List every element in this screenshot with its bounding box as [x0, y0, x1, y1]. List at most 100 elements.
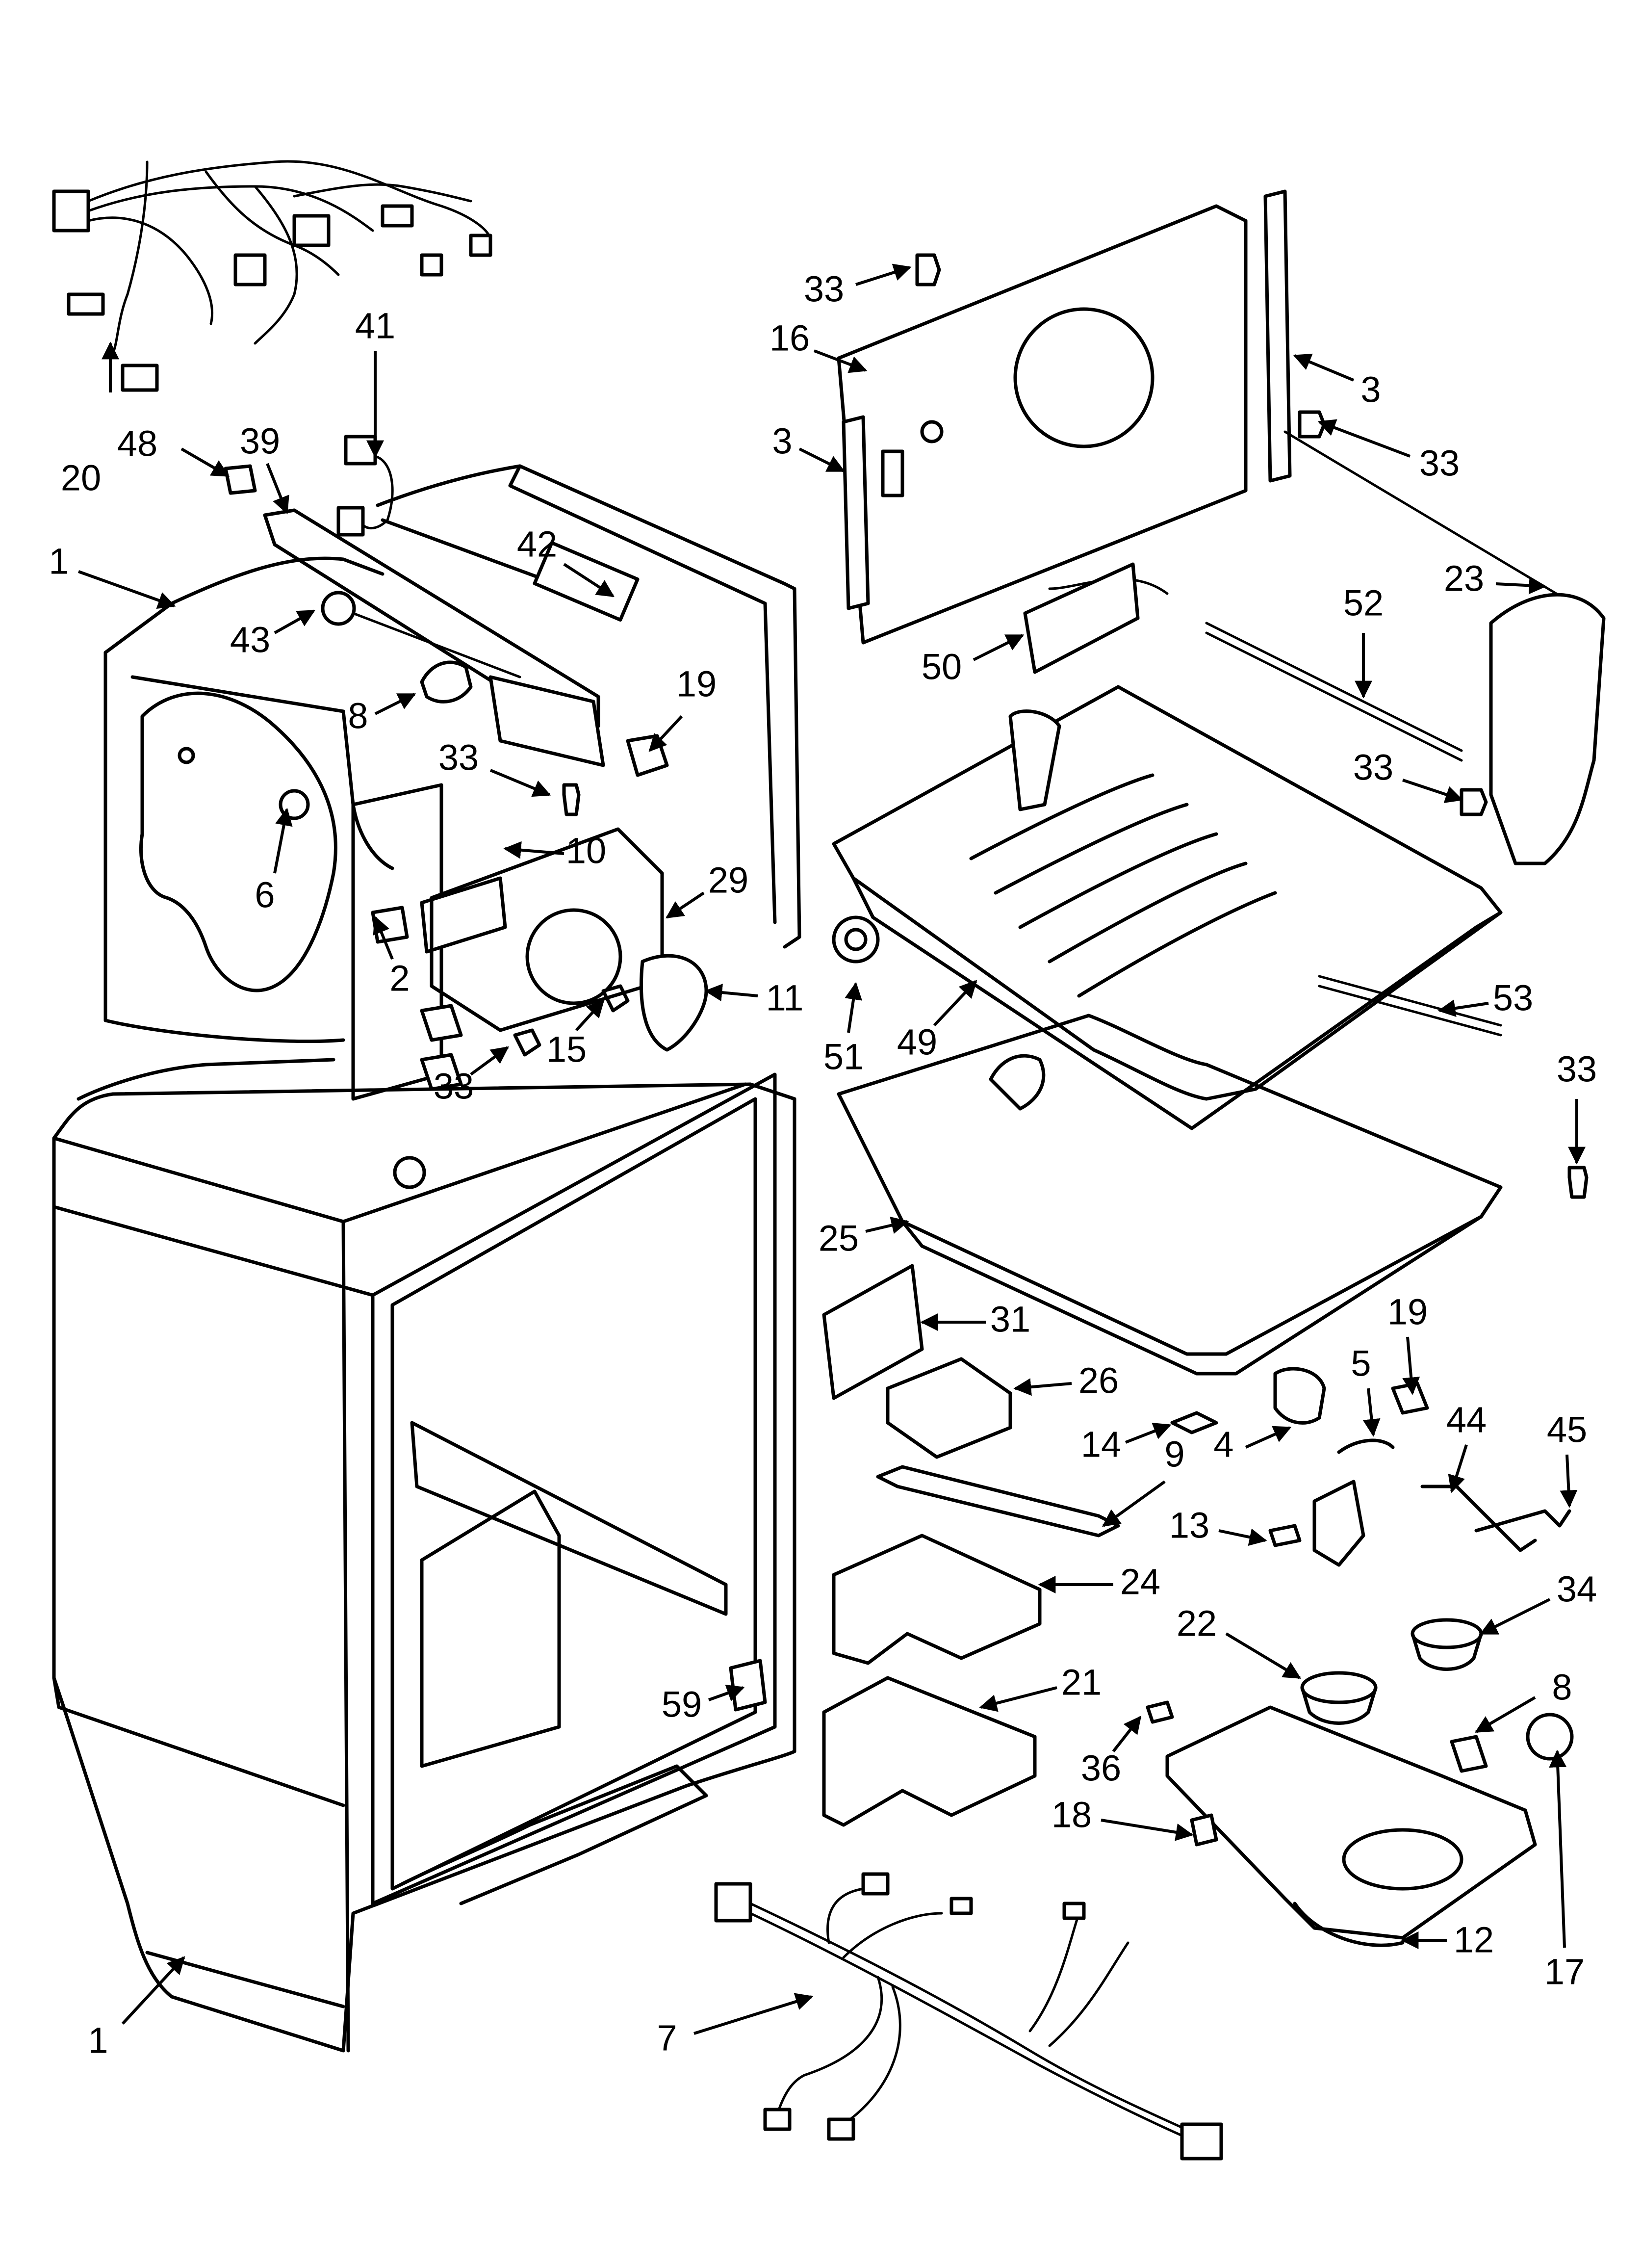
callout-label-c5: 5 — [1351, 1343, 1371, 1384]
switch-19b — [1391, 1382, 1429, 1415]
switch-4 — [1273, 1367, 1326, 1425]
callout-label-c11: 11 — [766, 978, 804, 1018]
callout-label-c41: 41 — [355, 306, 395, 346]
callout-label-c33c: 33 — [804, 269, 844, 310]
callout-leader-c4 — [1245, 1426, 1292, 1449]
base-25 — [837, 1014, 1503, 1376]
callout-leader-c10 — [503, 841, 564, 859]
callout-label-c13: 13 — [1169, 1505, 1209, 1546]
callout-label-c3a: 3 — [772, 421, 792, 462]
bulb-17 — [1526, 1713, 1574, 1761]
callout-label-c52: 52 — [1343, 583, 1384, 624]
callout-leader-c5 — [1362, 1388, 1381, 1437]
liner-lower-1 — [52, 1058, 796, 2053]
callout-label-c53: 53 — [1493, 978, 1533, 1018]
callout-leader-c11 — [704, 984, 758, 1001]
callout-leader-c45 — [1560, 1454, 1578, 1508]
callout-leader-c33d — [1317, 419, 1411, 458]
callout-label-c1b: 1 — [88, 2020, 108, 2061]
callout-leader-c16 — [813, 349, 868, 373]
callout-leader-c21 — [979, 1686, 1057, 1712]
callout-leader-c15 — [575, 999, 605, 1032]
callout-label-c39: 39 — [240, 421, 280, 462]
callout-label-c24: 24 — [1120, 1562, 1160, 1602]
fan-motor-assembly — [351, 783, 708, 1101]
fan-blade-11 — [640, 954, 708, 1052]
callout-label-c12: 12 — [1454, 1920, 1494, 1960]
callout-leader-c3a — [798, 447, 846, 472]
connector-41 — [344, 435, 377, 466]
housing-24 — [832, 1534, 1042, 1665]
callout-label-c49: 49 — [897, 1022, 937, 1063]
spring-45 — [1474, 1509, 1571, 1533]
callout-leader-c59 — [708, 1684, 745, 1701]
callout-label-c7: 7 — [657, 2018, 677, 2059]
pad-36 — [1146, 1700, 1174, 1724]
callout-label-c33f: 33 — [1557, 1049, 1597, 1090]
switch-19a — [626, 734, 669, 777]
callout-leader-c49 — [933, 980, 977, 1027]
clip-part-48 — [224, 464, 257, 495]
callout-label-c3b: 3 — [1360, 369, 1381, 410]
callout-label-c36: 36 — [1081, 1748, 1121, 1789]
plug-18 — [1190, 1813, 1218, 1847]
callout-label-c8b: 8 — [1552, 1667, 1572, 1708]
callout-label-c19a: 19 — [676, 664, 717, 704]
callout-label-c19b: 19 — [1387, 1292, 1428, 1332]
callout-label-c26: 26 — [1078, 1360, 1119, 1401]
callout-label-c1a: 1 — [49, 541, 69, 582]
callout-label-c50: 50 — [922, 647, 962, 687]
callout-label-c29: 29 — [708, 860, 748, 901]
callout-label-c20: 20 — [61, 458, 101, 498]
bulb-43 — [321, 591, 356, 626]
control-box — [488, 675, 605, 767]
socket-8b — [1450, 1735, 1488, 1773]
callout-label-c2: 2 — [389, 958, 410, 999]
tray-12 — [1165, 1705, 1537, 1947]
callout-label-c4: 4 — [1213, 1424, 1233, 1465]
callout-leader-c23 — [1495, 576, 1547, 595]
callout-label-c21: 21 — [1061, 1662, 1102, 1703]
callout-label-c17: 17 — [1544, 1952, 1585, 1992]
callout-leader-c39 — [266, 463, 289, 515]
callout-label-c25: 25 — [819, 1218, 859, 1259]
callout-leader-c42 — [563, 563, 615, 598]
callout-leader-c36 — [1112, 1716, 1142, 1752]
handle-50 — [1023, 562, 1140, 674]
callout-leader-c43 — [274, 609, 316, 634]
cup-34 — [1411, 1618, 1483, 1649]
cup-22 — [1300, 1671, 1378, 1704]
callout-leader-c19a — [648, 715, 683, 752]
callout-leader-c53 — [1437, 999, 1489, 1017]
callout-leader-c17 — [1549, 1749, 1567, 1948]
plug-59 — [729, 1659, 767, 1712]
callout-leader-c25 — [865, 1216, 909, 1234]
callout-leader-c33c — [855, 263, 912, 286]
callout-label-c44: 44 — [1446, 1400, 1487, 1440]
callout-leader-c22 — [1225, 1632, 1302, 1679]
callout-leader-c29 — [666, 891, 705, 919]
callout-leader-c34 — [1479, 1598, 1551, 1635]
wiring-harness-lower — [714, 1872, 1223, 2161]
callout-leader-c7 — [693, 1993, 814, 2035]
callout-leader-c33e — [1402, 779, 1463, 803]
back-panel-16 — [837, 189, 1566, 645]
callout-label-c16: 16 — [770, 318, 810, 359]
callout-leader-c50 — [973, 634, 1025, 661]
callout-label-c10: 10 — [566, 831, 606, 871]
socket-8a — [420, 660, 473, 704]
callout-leader-c33b — [470, 1046, 509, 1076]
parts-artwork — [52, 160, 1606, 2161]
label-42 — [533, 541, 640, 622]
callout-leader-c6 — [273, 808, 293, 874]
callout-label-c6: 6 — [255, 875, 275, 915]
callout-label-c22: 22 — [1177, 1603, 1217, 1644]
strip-3b — [1263, 189, 1292, 483]
callout-leader-c33a — [489, 769, 551, 797]
callout-label-c23: 23 — [1444, 558, 1484, 599]
housing-26 — [886, 1357, 1012, 1459]
callout-leader-c48 — [180, 447, 230, 477]
cover-21 — [822, 1676, 1037, 1827]
callout-label-c18: 18 — [1052, 1795, 1092, 1835]
